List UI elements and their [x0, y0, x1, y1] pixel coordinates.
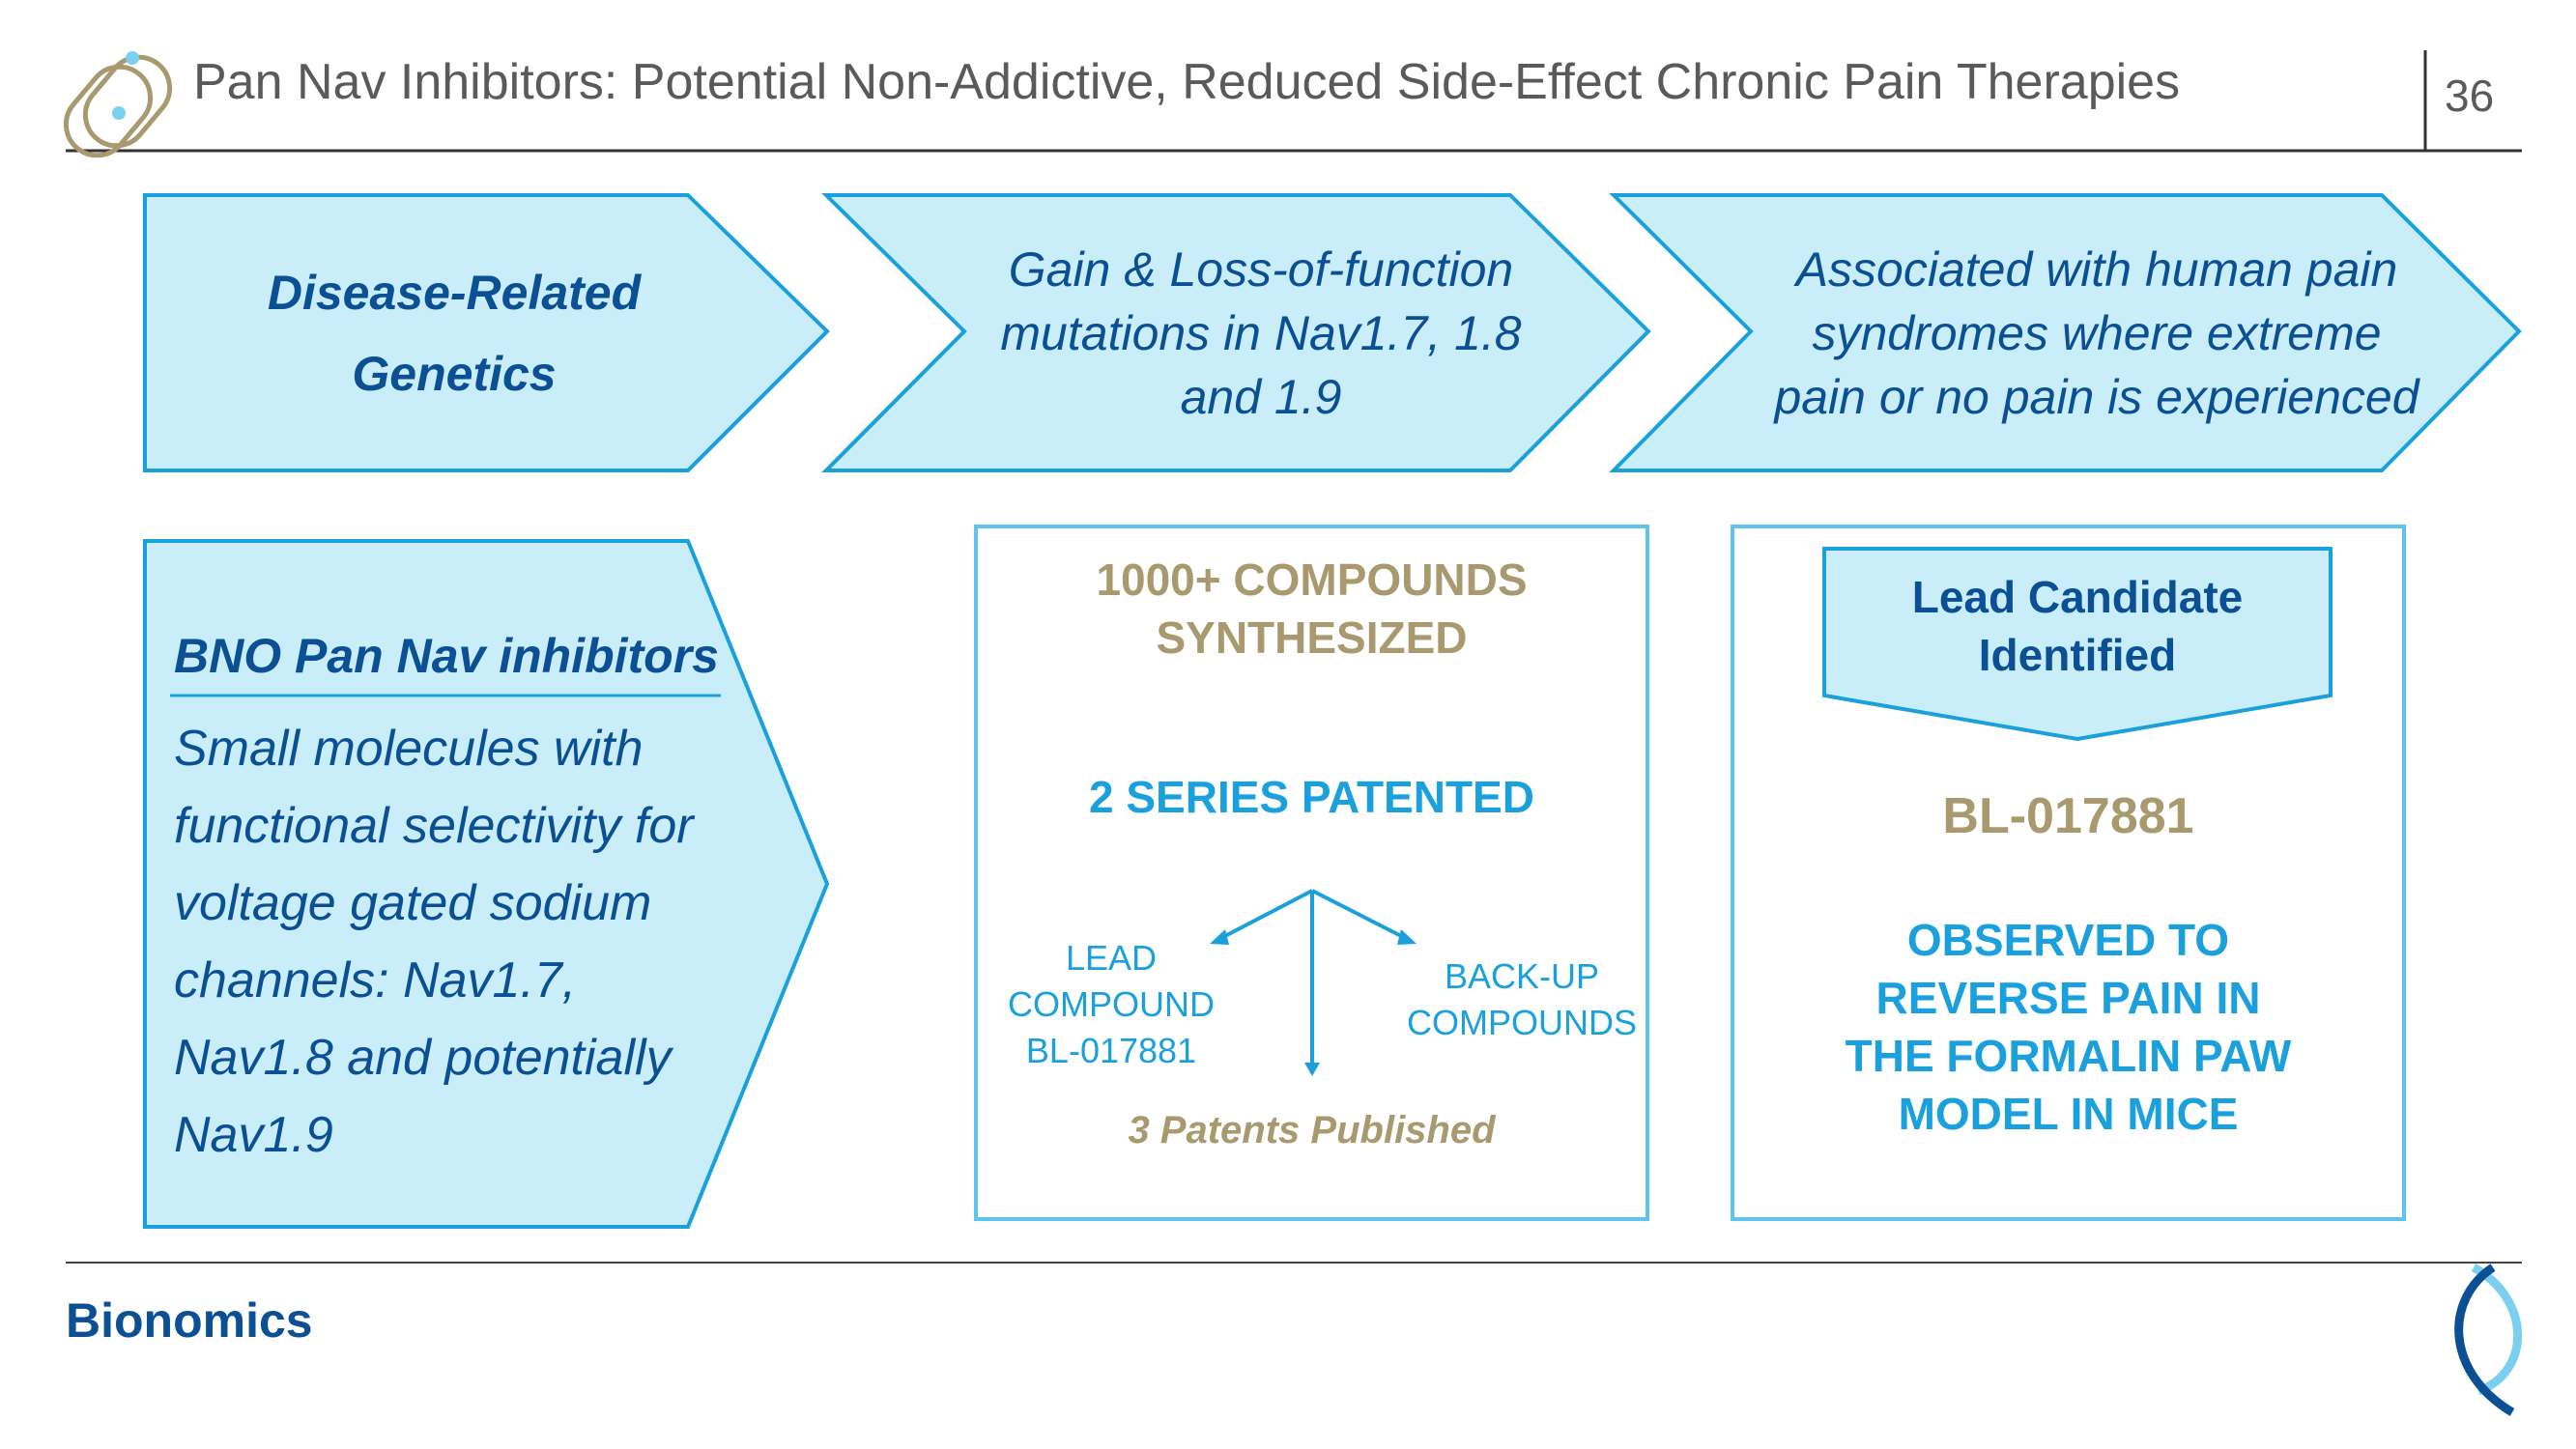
- observed-line2: REVERSE PAIN IN: [1875, 972, 2261, 1023]
- backup-line1: BACK-UP: [1444, 956, 1600, 996]
- observed-line3: THE FORMALIN PAW: [1845, 1030, 2292, 1081]
- page-title: Pan Nav Inhibitors: Potential Non-Addict…: [193, 54, 2181, 110]
- patents-published: 3 Patents Published: [1128, 1108, 1496, 1151]
- box1-line1: Disease-Related: [267, 265, 642, 320]
- inhibitors-line: functional selectivity for: [174, 798, 694, 854]
- inhibitors-heading: BNO Pan Nav inhibitors: [174, 629, 719, 683]
- arrow-head-right: [1397, 929, 1417, 945]
- box3-line3: pain or no pain is experienced: [1774, 369, 2419, 424]
- footer-brand: Bionomics: [66, 1293, 313, 1348]
- banner-line1: Lead Candidate: [1911, 571, 2244, 622]
- lead-line1: LEAD: [1065, 938, 1158, 978]
- candidate-banner: [1822, 547, 2333, 742]
- inhibitors-pentagon: [143, 539, 830, 1229]
- chevron-mutations: [821, 193, 1651, 472]
- box3-line1: Associated with human pain: [1795, 242, 2398, 297]
- chevron-disease-genetics: [143, 193, 830, 472]
- compounds-line1: 1000+ COMPOUNDS: [1096, 554, 1528, 605]
- box2-line1: Gain & Loss-of-function: [1008, 242, 1514, 297]
- lead-candidate-banner-text: Lead Candidate Identified: [1824, 565, 2331, 686]
- observed-result: OBSERVED TO REVERSE PAIN IN THE FORMALIN…: [1732, 908, 2404, 1145]
- inhibitors-description: Small molecules with functional selectiv…: [174, 710, 694, 1174]
- box2-line3: and 1.9: [1180, 369, 1342, 424]
- arrow-head-left: [1210, 929, 1229, 945]
- branch-arrows: [1218, 889, 1408, 1066]
- backup-compounds-label: BACK-UP COMPOUNDS: [1401, 947, 1643, 1053]
- box-pain-syndromes: Associated with human pain syndromes whe…: [1739, 195, 2454, 470]
- candidate-code: BL-017881: [1942, 788, 2194, 844]
- banner-line2: Identified: [1978, 629, 2177, 680]
- compounds-synthesized: 1000+ COMPOUNDS SYNTHESIZED: [976, 551, 1647, 667]
- inhibitors-line: channels: Nav1.7,: [174, 952, 577, 1009]
- inhibitors-line: Nav1.8 and potentially: [174, 1030, 672, 1086]
- compounds-box: [974, 525, 1649, 1221]
- observed-line4: MODEL IN MICE: [1898, 1088, 2239, 1139]
- lead-compound-label: LEAD COMPOUND BL-017881: [995, 932, 1227, 1077]
- series-patented: 2 SERIES PATENTED: [1089, 772, 1534, 822]
- compounds-line2: SYNTHESIZED: [1156, 612, 1468, 663]
- lead-line3: BL-017881: [1025, 1031, 1197, 1070]
- linked-rings-logo: [63, 51, 173, 158]
- box-mutations: Gain & Loss-of-function mutations in Nav…: [947, 195, 1575, 470]
- lead-line2: COMPOUND: [1008, 984, 1215, 1024]
- backup-line2: COMPOUNDS: [1406, 1003, 1637, 1042]
- page-number: 36: [2445, 71, 2495, 121]
- inhibitors-line: Nav1.9: [174, 1107, 333, 1163]
- chevron-pain-syndromes: [1609, 193, 2522, 472]
- inhibitors-line: Small molecules with: [174, 721, 644, 777]
- bionomics-helix-logo: [2454, 1264, 2523, 1416]
- box-disease-genetics: Disease-Related Genetics: [145, 195, 763, 470]
- observed-line1: OBSERVED TO: [1906, 914, 2230, 965]
- box3-line2: syndromes where extreme: [1812, 305, 2382, 360]
- box1-line2: Genetics: [352, 346, 557, 401]
- box2-line2: mutations in Nav1.7, 1.8: [1000, 305, 1522, 360]
- arrow-head-down: [1304, 1063, 1320, 1076]
- inhibitors-line: voltage gated sodium: [174, 875, 652, 931]
